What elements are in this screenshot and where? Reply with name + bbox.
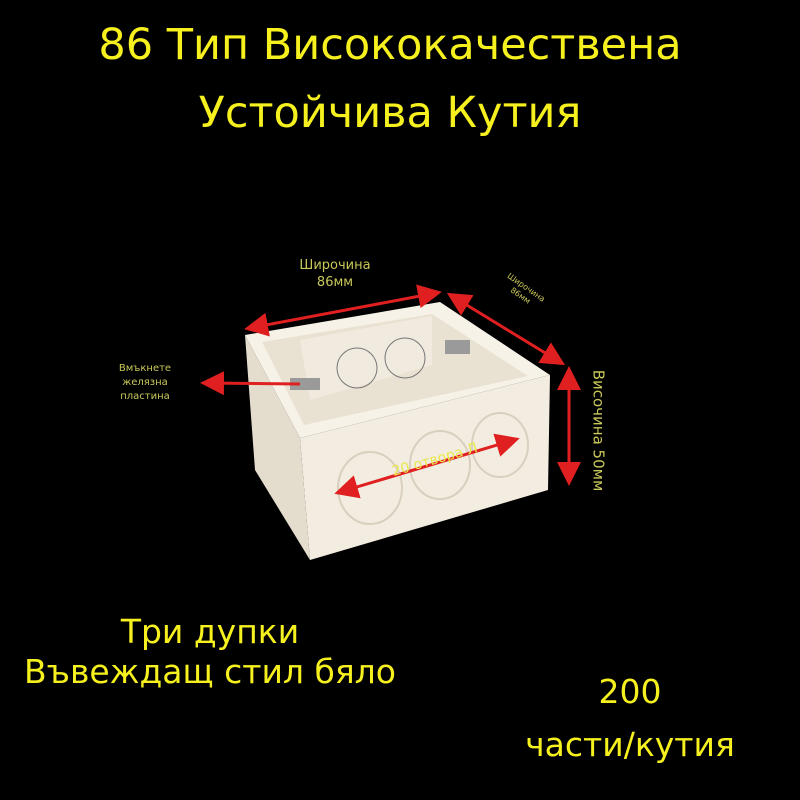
title-line-1: 86 Тип Висококачествена [98, 20, 682, 70]
quantity-unit: части/кутия [525, 725, 735, 764]
arrow-width-side [446, 292, 566, 366]
title-line-2: Устойчива Кутия [198, 88, 582, 138]
dimension-arrows [200, 284, 581, 499]
quantity-number: 200 [598, 672, 662, 711]
height-label: Височина 50мм [589, 369, 608, 492]
features-line-2: Въвеждащ стил бяло [24, 652, 396, 691]
iron-plate-right [445, 340, 470, 354]
arrow-holes [334, 433, 520, 499]
arrow-iron-plate [200, 371, 301, 396]
features-line-1: Три дупки [120, 612, 300, 651]
arrow-width-front [244, 284, 442, 337]
junction-box [245, 302, 550, 560]
iron-plate-left [290, 378, 320, 390]
